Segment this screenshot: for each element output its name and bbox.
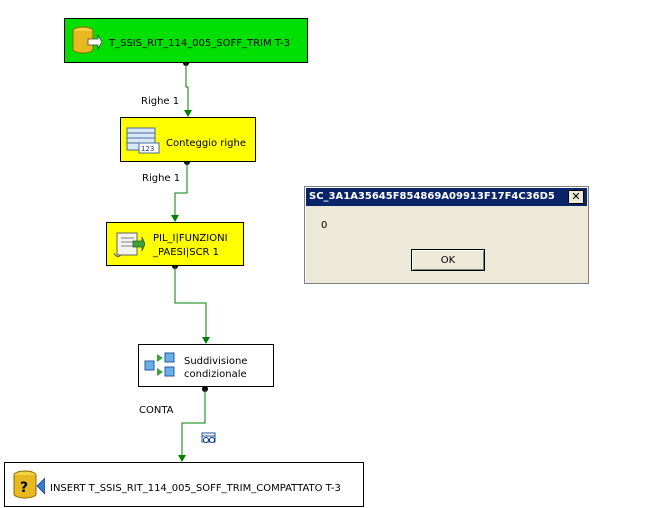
message-box-titlebar[interactable]: SC_3A1A35645F854869A09913F17F4C36D5 ✕ [306,188,587,206]
destination-component-label: INSERT T_SSIS_RIT_114_005_SOFF_TRIM_COMP… [50,483,341,494]
close-button[interactable]: ✕ [568,190,584,204]
svg-text:123: 123 [141,145,154,153]
source-component-node[interactable]: T_SSIS_RIT_114_005_SOFF_TRIM T-3 [64,18,308,63]
script-component-node[interactable]: PIL_I|FUNZIONI _PAESI|SCR 1 [106,222,244,266]
row-count-label: Conteggio righe [166,138,247,149]
row-count-node[interactable]: 123 Conteggio righe [120,117,256,162]
path-label-conta: CONTA [139,405,174,416]
close-icon: ✕ [571,190,581,203]
path-split-to-destination[interactable] [178,386,208,462]
conditional-split-icon [144,352,175,377]
message-box-dialog: SC_3A1A35645F854869A09913F17F4C36D5 ✕ 0 … [304,186,589,284]
data-viewer-icon[interactable] [201,432,216,443]
ok-button[interactable]: OK [411,249,485,271]
script-component-label-line2: _PAESI|SCR 1 [153,247,220,258]
conditional-split-label-line2: condizionale [184,369,247,380]
svg-text:?: ? [20,480,28,496]
path-rowcount-to-script[interactable] [171,159,190,222]
database-source-icon [72,26,102,54]
row-count-icon: 123 [126,127,160,154]
message-box-title: SC_3A1A35645F854869A09913F17F4C36D5 [309,191,555,202]
path-source-to-rowcount[interactable] [183,60,192,117]
path-script-to-split[interactable] [172,263,210,344]
conditional-split-label-line1: Suddivisione [184,356,248,367]
conditional-split-node[interactable]: Suddivisione condizionale [138,344,274,387]
path-label-righe-1: Righe 1 [141,96,180,107]
message-text: 0 [321,220,328,231]
script-scroll-icon [113,232,145,258]
database-destination-icon: ? [13,470,45,499]
path-label-righe-1-b: Righe 1 [142,173,181,184]
destination-component-node[interactable]: ? INSERT T_SSIS_RIT_114_005_SOFF_TRIM_CO… [4,462,364,507]
script-component-label-line1: PIL_I|FUNZIONI [153,233,228,244]
source-component-label: T_SSIS_RIT_114_005_SOFF_TRIM T-3 [109,38,290,49]
